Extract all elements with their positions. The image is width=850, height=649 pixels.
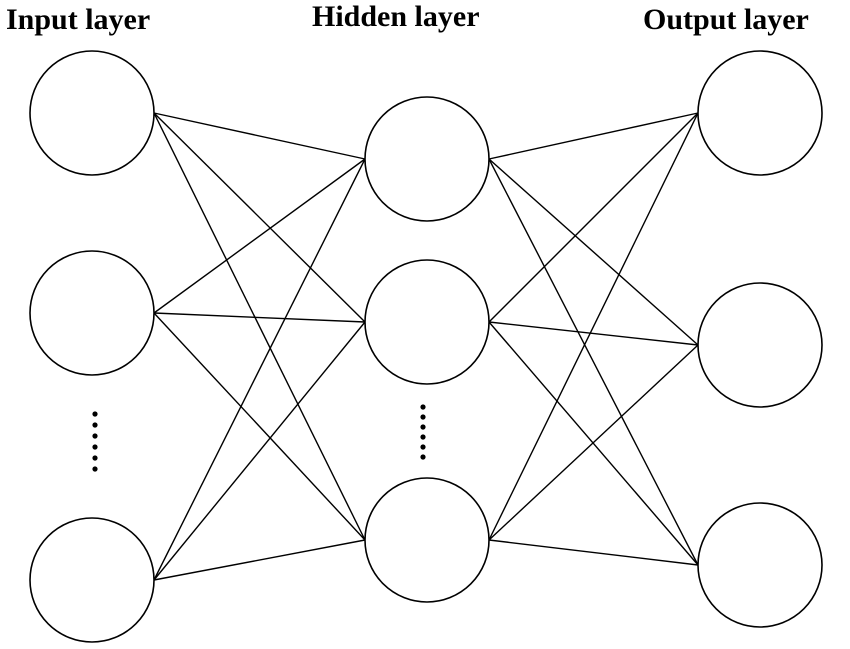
hidden-ellipsis-dot (420, 454, 426, 460)
edge-input-1-to-hidden-2 (153, 112, 366, 323)
hidden-ellipsis-dot (420, 424, 426, 430)
output-node-2 (697, 282, 823, 408)
edge-hidden-3-to-output-2 (488, 344, 699, 541)
edge-hidden-3-to-output-3 (488, 539, 699, 566)
edge-hidden-2-to-output-1 (488, 112, 699, 323)
edge-hidden-2-to-output-3 (488, 321, 699, 566)
input-ellipsis-dot (92, 433, 98, 439)
edge-hidden-3-to-output-1 (488, 112, 699, 541)
input-ellipsis-dot (92, 422, 98, 428)
edge-input-1-to-hidden-3 (153, 112, 366, 541)
edge-input-2-to-hidden-2 (153, 312, 366, 323)
edge-hidden-1-to-output-1 (488, 112, 699, 160)
edge-input-1-to-hidden-1 (153, 112, 366, 160)
hidden-node-1 (364, 96, 490, 222)
output-node-3 (697, 502, 823, 628)
input-ellipsis-dot (92, 444, 98, 450)
connections (153, 112, 699, 581)
hidden-layer-title: Hidden layer (312, 0, 480, 33)
input-node-3 (29, 517, 155, 643)
input-ellipsis-dot (92, 411, 98, 417)
input-ellipsis-dot (92, 466, 98, 472)
hidden-ellipsis-dot (420, 434, 426, 440)
edge-input-2-to-hidden-1 (153, 158, 366, 314)
hidden-ellipsis-dot (420, 444, 426, 450)
hidden-node-2 (364, 259, 490, 385)
output-layer-title: Output layer (643, 3, 809, 36)
edge-input-3-to-hidden-2 (153, 321, 366, 581)
ellipsis-dots (92, 404, 426, 472)
hidden-node-3 (364, 477, 490, 603)
input-node-2 (29, 250, 155, 376)
output-node-1 (697, 50, 823, 176)
edge-input-2-to-hidden-3 (153, 312, 366, 541)
edge-hidden-2-to-output-2 (488, 321, 699, 346)
input-ellipsis-dot (92, 455, 98, 461)
edge-hidden-1-to-output-2 (488, 158, 699, 346)
input-node-1 (29, 50, 155, 176)
edge-input-3-to-hidden-3 (153, 539, 366, 581)
input-layer-title: Input layer (6, 3, 150, 36)
edge-input-3-to-hidden-1 (153, 158, 366, 581)
nodes (29, 50, 823, 643)
edge-hidden-1-to-output-3 (488, 158, 699, 566)
hidden-ellipsis-dot (420, 414, 426, 420)
hidden-ellipsis-dot (420, 404, 426, 410)
